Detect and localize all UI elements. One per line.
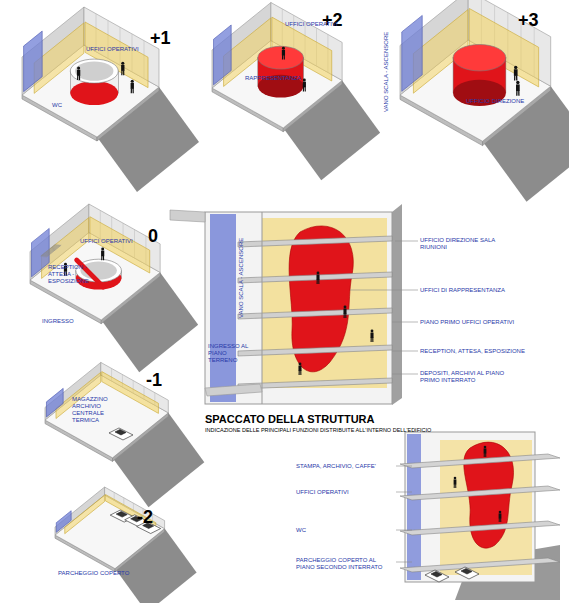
person-figure bbox=[499, 511, 502, 522]
side-wall bbox=[55, 487, 105, 535]
person-figure bbox=[101, 247, 104, 260]
function-label: UFFICI OPERATIVI bbox=[296, 489, 394, 496]
car-symbol bbox=[461, 569, 472, 575]
floor-view bbox=[22, 7, 199, 192]
function-label: DEPOSITI, ARCHIVI AL PIANO PRIMO INTERRA… bbox=[420, 370, 520, 384]
car-symbol bbox=[115, 429, 126, 435]
leader-line bbox=[396, 562, 412, 563]
car-symbol bbox=[425, 570, 449, 582]
floor-slab bbox=[238, 236, 392, 247]
person-figure bbox=[343, 306, 346, 318]
person-figure bbox=[131, 80, 134, 94]
function-label: WC bbox=[296, 527, 394, 534]
person-figure bbox=[303, 79, 306, 92]
car-symbol bbox=[455, 567, 479, 579]
leader-line bbox=[392, 351, 418, 352]
function-label: WC bbox=[52, 102, 72, 109]
function-label: PARCHEGGIO COPERTO AL PIANO SECONDO INTE… bbox=[296, 557, 394, 571]
office-partition bbox=[105, 494, 155, 529]
leader-line bbox=[392, 374, 418, 375]
building-cutaway bbox=[396, 432, 560, 600]
person-figure bbox=[77, 67, 80, 81]
car-symbol bbox=[431, 572, 442, 578]
caption-text: INDICAZIONE DELLE PRINCIPALI FUNZIONI DI… bbox=[205, 427, 431, 433]
floor-slab bbox=[55, 495, 165, 569]
function-label: INGRESSO bbox=[42, 318, 82, 325]
function-label: UFFICI OPERATIVI bbox=[285, 21, 355, 28]
function-label: MAGAZZINO ARCHIVIO CENTRALE TERMICA bbox=[72, 396, 122, 424]
floor-slab bbox=[400, 521, 560, 535]
car-symbol bbox=[455, 567, 479, 579]
function-label: UFFICIO DIREZIONE SALA RIUNIONI bbox=[420, 237, 515, 251]
person-figure bbox=[370, 330, 373, 342]
floor-slab bbox=[400, 486, 560, 500]
car-symbol bbox=[425, 570, 449, 582]
stair-lift-core bbox=[402, 15, 422, 91]
car-symbol bbox=[109, 428, 133, 440]
function-label: UFFICI DI RAPPRESENTANZA bbox=[420, 287, 530, 294]
person-figure bbox=[514, 66, 518, 81]
leader-line bbox=[395, 241, 418, 242]
leader-line bbox=[396, 492, 412, 493]
floor-slab bbox=[238, 345, 392, 356]
floor-number: +1 bbox=[150, 28, 171, 49]
function-label: RECEPTION, ATTESA, ESPOSIZIONE bbox=[420, 348, 540, 355]
floor-view bbox=[55, 487, 197, 603]
stair-lift-core bbox=[24, 31, 43, 92]
person-figure bbox=[121, 62, 124, 76]
function-label: INGRESSO AL PIANO TERRENO bbox=[208, 343, 256, 364]
floor-number: +3 bbox=[518, 10, 539, 31]
floor-slab bbox=[238, 308, 392, 319]
leader-line bbox=[392, 322, 418, 323]
person-figure bbox=[282, 47, 285, 60]
function-label: STAMPA, ARCHIVIO, CAFFE' bbox=[296, 463, 394, 470]
back-wall bbox=[101, 362, 169, 412]
function-label: UFFICI OPERATIVI bbox=[86, 46, 156, 53]
floor-number: -2 bbox=[137, 507, 153, 528]
function-label: UFFICI OPERATIVI bbox=[80, 238, 150, 245]
stair-lift-core bbox=[214, 25, 232, 85]
function-label: VANO SCALA - ASCENSORE bbox=[383, 32, 390, 112]
person-figure bbox=[298, 363, 301, 375]
floor-number: 0 bbox=[148, 226, 158, 247]
leader-line bbox=[350, 290, 418, 291]
floor-slab bbox=[400, 454, 560, 468]
entrance-step bbox=[205, 384, 262, 396]
floor-view bbox=[212, 3, 380, 181]
leader-line bbox=[396, 530, 412, 531]
cast-shadow bbox=[392, 204, 402, 405]
person-figure bbox=[454, 477, 457, 488]
title-text: SPACCATO DELLA STRUTTURA bbox=[205, 413, 374, 426]
function-label: PARCHEGGIO COPERTO bbox=[58, 570, 133, 577]
floor-view bbox=[30, 204, 198, 372]
function-label: UFFICIO DIREZIONE bbox=[466, 98, 546, 105]
floor-view bbox=[45, 362, 204, 507]
floor-slab bbox=[238, 272, 392, 283]
function-label: RECEPTION - ATTESA - ESPOSIZIONE bbox=[48, 264, 108, 285]
stair-lift-core bbox=[56, 511, 71, 533]
floor-slab bbox=[400, 558, 560, 572]
function-label: PIANO PRIMO UFFICI OPERATIVI bbox=[420, 319, 530, 326]
building-section bbox=[170, 204, 418, 405]
leader-line bbox=[396, 466, 412, 467]
person-figure bbox=[484, 446, 487, 457]
back-wall bbox=[105, 487, 165, 529]
person-figure bbox=[516, 81, 520, 96]
car-symbol bbox=[116, 512, 127, 518]
roof-canopy bbox=[170, 210, 205, 222]
person-figure bbox=[316, 272, 319, 284]
floor-view bbox=[400, 0, 569, 202]
floor-number: +2 bbox=[322, 10, 343, 31]
floor-number: -1 bbox=[146, 370, 162, 391]
stair-lift-core bbox=[46, 388, 63, 417]
function-label: VANO SCALA - ASCENSORE bbox=[238, 238, 245, 318]
function-label: RAPPRESENTANZA bbox=[245, 75, 315, 82]
car-symbol bbox=[109, 428, 133, 440]
